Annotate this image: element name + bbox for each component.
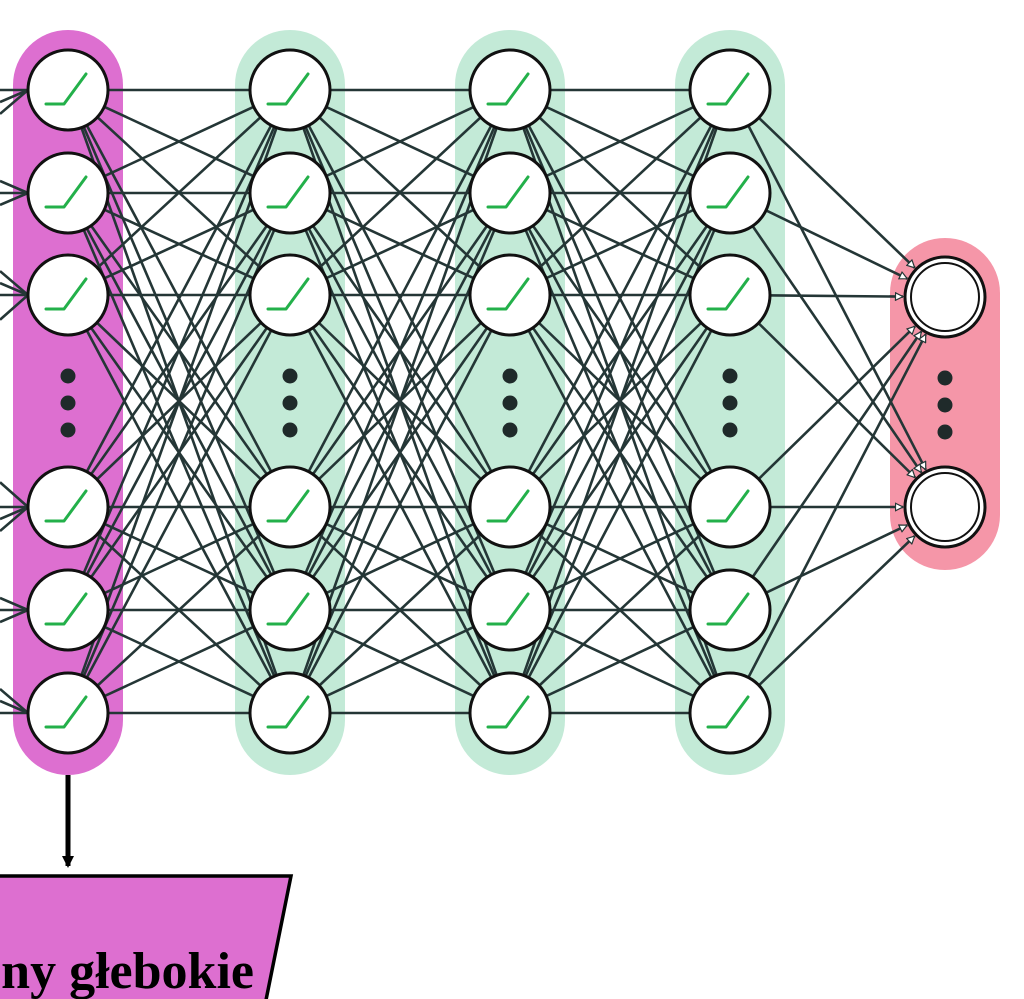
output-edge bbox=[729, 326, 915, 508]
relu-icon bbox=[266, 72, 310, 106]
output-neuron bbox=[903, 255, 987, 339]
edge bbox=[67, 506, 291, 714]
neuron bbox=[248, 253, 332, 337]
incoming-edge bbox=[0, 294, 29, 321]
label-box-text: ny głebokie bbox=[1, 943, 254, 999]
output-edge bbox=[728, 332, 923, 611]
relu-icon bbox=[706, 695, 750, 729]
relu-icon bbox=[706, 72, 750, 106]
neuron bbox=[26, 465, 110, 549]
edge bbox=[508, 294, 732, 714]
relu-icon bbox=[486, 592, 530, 626]
output-edge bbox=[728, 89, 927, 470]
neurons bbox=[26, 48, 987, 755]
neuron bbox=[248, 465, 332, 549]
relu-icon bbox=[486, 277, 530, 311]
output-edge bbox=[729, 294, 915, 478]
edge bbox=[289, 89, 511, 296]
relu-icon bbox=[486, 489, 530, 523]
neuron bbox=[688, 671, 772, 755]
relu-icon bbox=[44, 489, 88, 523]
relu-icon bbox=[44, 277, 88, 311]
relu-icon bbox=[44, 72, 88, 106]
neuron bbox=[468, 48, 552, 132]
incoming-edge bbox=[0, 88, 29, 104]
neuron bbox=[26, 151, 110, 235]
neuron bbox=[26, 253, 110, 337]
output-edge bbox=[729, 535, 915, 714]
edge bbox=[289, 506, 511, 714]
relu-icon bbox=[266, 695, 310, 729]
neuron bbox=[248, 48, 332, 132]
relu-icon bbox=[44, 175, 88, 209]
relu-icon bbox=[706, 592, 750, 626]
neuron bbox=[688, 151, 772, 235]
incoming-edge bbox=[0, 281, 29, 297]
neuron bbox=[468, 568, 552, 652]
relu-icon bbox=[706, 489, 750, 523]
relu-icon bbox=[486, 175, 530, 209]
incoming-edge bbox=[0, 506, 29, 533]
relu-icon bbox=[706, 277, 750, 311]
neuron bbox=[468, 465, 552, 549]
relu-icon bbox=[44, 592, 88, 626]
neuron bbox=[468, 253, 552, 337]
neuron bbox=[688, 253, 772, 337]
output-edge bbox=[729, 89, 915, 269]
neuron bbox=[468, 671, 552, 755]
neuron bbox=[248, 568, 332, 652]
relu-icon bbox=[706, 175, 750, 209]
neuron bbox=[248, 671, 332, 755]
ellipsis-icon bbox=[937, 370, 953, 440]
label-box bbox=[0, 874, 294, 999]
ellipsis-icon bbox=[60, 368, 76, 438]
incoming-edge bbox=[0, 89, 29, 115]
edge bbox=[509, 506, 731, 714]
output-neuron bbox=[903, 465, 987, 549]
relu-icon bbox=[266, 175, 310, 209]
neuron bbox=[26, 568, 110, 652]
edge bbox=[66, 89, 292, 508]
layer-ellipses bbox=[60, 368, 953, 440]
incoming-edge bbox=[0, 687, 29, 714]
ellipsis-icon bbox=[282, 368, 298, 438]
ellipsis-icon bbox=[502, 368, 518, 438]
edge bbox=[66, 294, 292, 714]
ellipsis-icon bbox=[722, 368, 738, 438]
edge bbox=[509, 89, 731, 296]
output-edge bbox=[728, 192, 923, 472]
relu-icon bbox=[266, 489, 310, 523]
edge bbox=[508, 89, 732, 508]
relu-icon bbox=[486, 695, 530, 729]
neuron bbox=[688, 568, 772, 652]
neuron bbox=[468, 151, 552, 235]
neuron bbox=[26, 671, 110, 755]
incoming-edge bbox=[0, 270, 29, 296]
relu-icon bbox=[266, 277, 310, 311]
neuron bbox=[26, 48, 110, 132]
incoming-edge bbox=[0, 179, 29, 195]
edge bbox=[288, 89, 512, 508]
relu-icon bbox=[266, 592, 310, 626]
incoming-edge bbox=[0, 191, 29, 207]
edge bbox=[288, 294, 512, 714]
neuron bbox=[688, 465, 772, 549]
output-edge bbox=[728, 334, 927, 714]
incoming-edge bbox=[0, 699, 29, 715]
incoming-edge bbox=[0, 596, 29, 612]
incoming-edge bbox=[0, 505, 29, 521]
edge bbox=[67, 89, 291, 296]
neuron bbox=[248, 151, 332, 235]
incoming-edge bbox=[0, 481, 29, 508]
neuron bbox=[688, 48, 772, 132]
relu-icon bbox=[44, 695, 88, 729]
relu-icon bbox=[486, 72, 530, 106]
incoming-edge bbox=[0, 608, 29, 624]
